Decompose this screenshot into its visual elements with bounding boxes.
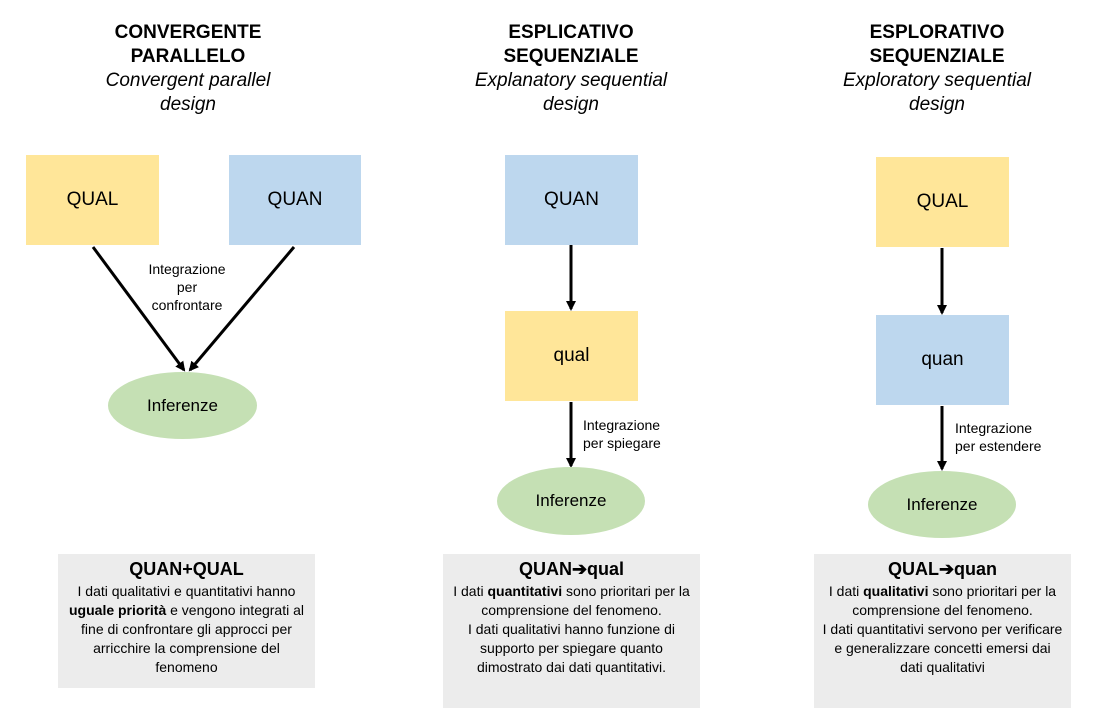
column-1-inference-label: Inferenze [147,395,218,415]
column-3-note-head: QUAL➔quan [887,559,998,579]
column-2-quan-label: QUAN [544,189,599,210]
column-3-qual-box: QUAL [876,157,1009,247]
column-1-note-text-post: e vengono integrati al fine di confronta… [81,602,304,675]
column-2-title-it: ESPLICATIVO SEQUENZIALE [503,22,639,67]
column-1-title-en: Convergent parallel design [105,70,271,115]
column-1-title-it: CONVERGENTE PARALLELO [114,22,262,67]
arrow-qual-to-inference [91,246,186,372]
column-2-qual-label: qual [553,345,590,366]
column-1-note-text-bold: uguale priorità [69,602,167,618]
column-3-title-it: ESPLORATIVO SEQUENZIALE [869,22,1005,67]
column-1-note: QUAN+QUAL I dati qualitativi e quantitat… [58,554,315,688]
column-3-title: ESPLORATIVO SEQUENZIALE Exploratory sequ… [807,21,1067,117]
column-2-note-text-pre: I dati [453,583,488,599]
column-1-note-body: I dati qualitativi e quantitativi hanno … [58,580,315,677]
column-2-note-head: QUAN➔qual [518,559,625,579]
column-1-integration-label: Integrazione per confrontare [148,261,226,313]
column-2-integration-label: Integrazione per spiegare [583,417,661,451]
column-3-note-body: I dati qualitativi sono prioritari per l… [814,580,1071,677]
column-3-integration-label: Integrazione per estendere [955,420,1042,454]
column-1-quan-label: QUAN [267,189,323,210]
column-2-title-en: Explanatory sequential design [474,70,668,115]
column-1-inference-ellipse: Inferenze [108,372,257,439]
column-3-title-en: Exploratory sequential design [843,70,1031,115]
column-2-note: QUAN➔qual I dati quantitativi sono prior… [443,554,700,708]
column-3-quan-label: quan [921,349,964,370]
column-1-note-text-pre: I dati qualitativi e quantitativi hanno [77,583,296,599]
column-3-note-text-post: sono prioritari per la comprensione del … [822,583,1063,675]
column-3-inference-ellipse: Inferenze [868,471,1016,538]
column-2-note-body: I dati quantitativi sono prioritari per … [443,580,700,677]
column-2-note-text-post: sono prioritari per la comprensione del … [467,583,690,675]
column-2-inference-label: Inferenze [535,491,607,510]
column-1-title: CONVERGENTE PARALLELO Convergent paralle… [58,21,318,117]
column-1-qual-label: QUAL [66,189,119,210]
column-3-note-text-bold: qualitativi [863,583,929,599]
column-2-quan-box: QUAN [505,155,638,245]
column-1-qual-box: QUAL [26,155,159,245]
column-3-note: QUAL➔quan I dati qualitativi sono priori… [814,554,1071,708]
column-3-quan-box: quan [876,315,1009,405]
column-1-quan-box: QUAN [229,155,361,245]
column-2-note-text-bold: quantitativi [487,583,563,599]
column-3-note-text-pre: I dati [828,583,864,599]
column-2-title: ESPLICATIVO SEQUENZIALE Explanatory sequ… [441,21,701,117]
column-1-note-head: QUAN+QUAL [129,559,244,579]
column-2-qual-box: qual [505,311,638,401]
column-3-inference-label: Inferenze [906,494,978,514]
arrow-quan-to-inference [188,246,296,372]
column-2-inference-ellipse: Inferenze [497,467,645,535]
column-3-qual-label: QUAL [916,191,969,212]
